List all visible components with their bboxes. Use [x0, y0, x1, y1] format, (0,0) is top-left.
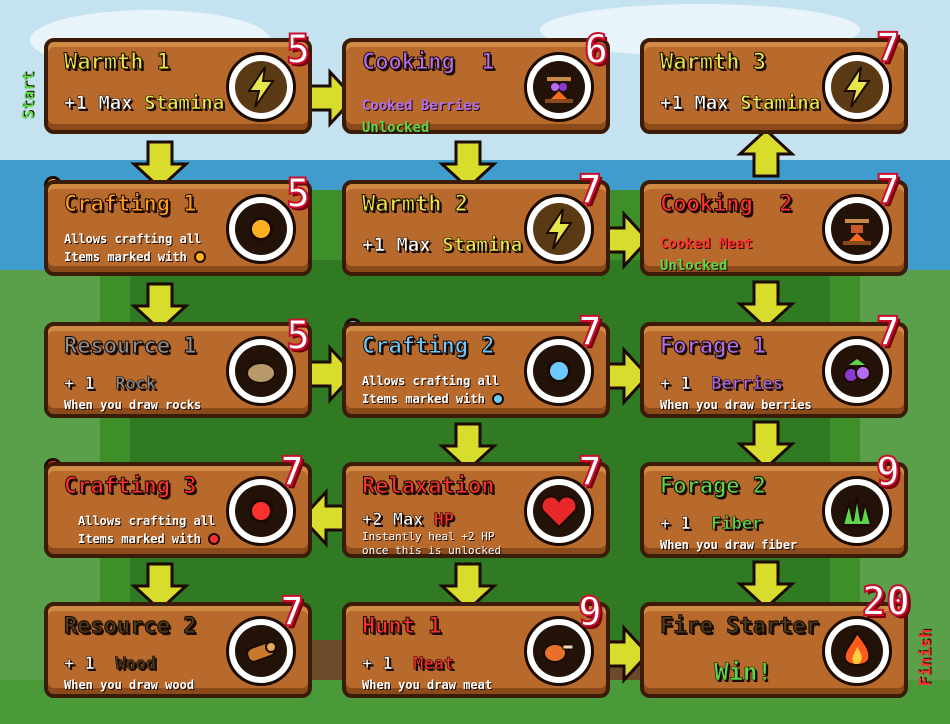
lightning-icon	[226, 52, 296, 122]
cost-badge: 5	[285, 313, 311, 359]
cost-badge: 7	[875, 167, 901, 213]
cost-badge: 9	[577, 589, 603, 635]
cost-badge: 7	[577, 167, 603, 213]
blue-gem-icon	[492, 393, 505, 405]
node-effect: + 1 Rock	[64, 374, 157, 395]
cost-badge: 7	[279, 449, 305, 495]
node-title: Cooking 2	[660, 192, 793, 218]
node-title: Warmth 1	[64, 50, 171, 76]
node-firestarter[interactable]: Fire Starter Win! 20	[640, 581, 911, 698]
cost-badge: 7	[577, 449, 603, 495]
node-effect: +2 Max HP	[362, 510, 455, 531]
node-warmth3[interactable]: Warmth 3 +1 Max Stamina 7	[640, 27, 908, 134]
node-resource2[interactable]: Resource 2 + 1 Wood When you draw wood 7	[44, 591, 312, 698]
node-description: When you draw rocks	[64, 398, 202, 412]
node-title: Relaxation	[361, 474, 495, 500]
node-title: Cooking 1	[362, 50, 495, 76]
node-relaxation[interactable]: Relaxation +2 Max HP Instantly heal +2 H…	[342, 451, 610, 558]
node-title: Fire Starter	[660, 614, 820, 640]
cost-badge: 5	[285, 171, 311, 217]
node-effect: + 1 Fiber	[660, 514, 763, 535]
node-description: When you draw fiber	[660, 538, 798, 552]
fire-icon	[822, 616, 892, 686]
fiber-icon	[822, 476, 892, 546]
node-cooking2[interactable]: Cooking 2 Cooked Meat Unlocked 7	[640, 169, 908, 276]
arrow-cooking2-to-warmth3	[738, 128, 794, 178]
node-effect: +1 Max Stamina	[362, 234, 523, 257]
node-title: Forage 2	[660, 474, 767, 500]
node-effect: +1 Max Stamina	[660, 92, 821, 115]
meat-icon	[524, 616, 594, 686]
cost-badge: 9	[875, 449, 901, 495]
orange-gem-icon	[194, 251, 207, 263]
unlock-status: Unlocked	[362, 120, 430, 136]
node-effect: + 1 Wood	[64, 654, 157, 675]
node-effect: + 1 Meat	[362, 654, 455, 675]
unlock-status: Unlocked	[660, 258, 728, 274]
berries-icon	[822, 336, 892, 406]
node-hunt1[interactable]: Hunt 1 + 1 Meat When you draw meat 9	[342, 591, 610, 698]
node-effect: + 1 Berries	[660, 374, 783, 395]
node-title: Warmth 2	[362, 192, 469, 218]
red-gem-icon	[226, 476, 296, 546]
cost-badge: 7	[875, 25, 901, 71]
unlock-item: Cooked Meat	[660, 236, 753, 252]
cost-badge: 7	[279, 589, 305, 635]
node-resource1[interactable]: Resource 1 + 1 Rock When you draw rocks …	[44, 315, 312, 418]
cost-badge: 20	[861, 579, 911, 625]
rock-icon	[226, 336, 296, 406]
orange-gem-icon	[226, 194, 296, 264]
node-title: Crafting 3	[63, 474, 197, 500]
unlock-item: Cooked Berries	[362, 98, 481, 114]
node-description: When you draw berries	[660, 398, 812, 412]
heart-icon	[524, 476, 594, 546]
node-title: Resource 2	[63, 614, 197, 640]
node-forage1[interactable]: Forage 1 + 1 Berries When you draw berri…	[640, 311, 908, 418]
node-title: Forage 1	[660, 334, 767, 360]
node-title: Resource 1	[63, 334, 197, 360]
node-title: Crafting 2	[361, 334, 495, 360]
cost-badge: 7	[875, 309, 901, 355]
cost-badge: 5	[285, 27, 311, 73]
campfire-icon	[524, 52, 594, 122]
lightning-icon	[524, 194, 594, 264]
node-cooking1[interactable]: Cooking 1 Cooked Berries Unlocked 6	[342, 29, 610, 136]
node-effect: +1 Max Stamina	[64, 92, 225, 115]
win-label: Win!	[714, 658, 772, 687]
node-forage2[interactable]: Forage 2 + 1 Fiber When you draw fiber 9	[640, 451, 908, 558]
red-gem-icon	[208, 533, 221, 545]
node-warmth2[interactable]: Warmth 2 +1 Max Stamina 7	[342, 169, 610, 276]
lightning-icon	[822, 52, 892, 122]
cost-badge: 6	[583, 27, 609, 73]
blue-gem-icon	[524, 336, 594, 406]
cost-badge: 7	[577, 309, 603, 355]
node-title: Crafting 1	[63, 192, 197, 218]
node-warmth1[interactable]: Warmth 1 +1 Max Stamina 5	[44, 29, 312, 134]
campfire-icon	[822, 194, 892, 264]
node-title: Warmth 3	[660, 50, 767, 76]
wood-icon	[226, 616, 296, 686]
node-description: When you draw wood	[64, 678, 195, 692]
node-description: When you draw meat	[362, 678, 493, 692]
node-title: Hunt 1	[361, 614, 442, 640]
